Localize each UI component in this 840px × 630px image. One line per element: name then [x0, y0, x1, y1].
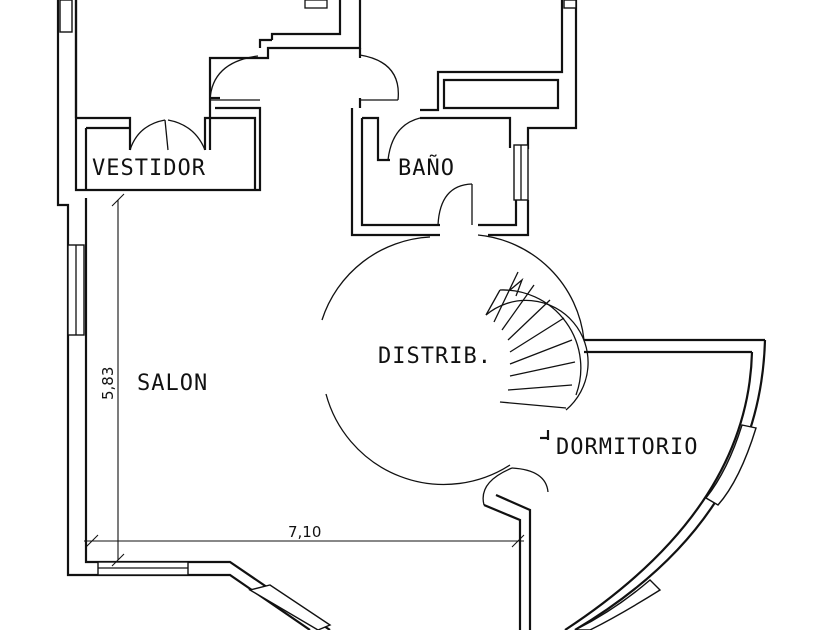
bano-room: BAÑO: [350, 108, 530, 237]
distributor: DISTRIB.: [321, 234, 585, 630]
dimension-width: 7,10: [84, 523, 525, 548]
stair-direction-arrow: [509, 277, 524, 297]
dormitorio-room: DORMITORIO: [540, 338, 767, 630]
west-wall: [56, 0, 98, 577]
vestidor-room: VESTIDOR: [74, 106, 262, 192]
window-dormitorio-south: [574, 579, 662, 630]
window-dormitorio-east: [704, 424, 757, 506]
south-wall: [97, 560, 332, 630]
room-label-dormitorio: DORMITORIO: [556, 435, 698, 460]
upper-corridor-walls: [74, 0, 399, 118]
window-top-right: [563, 0, 577, 9]
room-label-distrib: DISTRIB.: [378, 344, 492, 369]
dimension-height: 5,83: [99, 193, 125, 567]
window-southeast: [248, 584, 332, 630]
spiral-staircase: [485, 271, 589, 411]
upper-right-walls: [420, 0, 578, 150]
room-label-bano: BAÑO: [398, 154, 455, 181]
dimension-height-label: 5,83: [99, 367, 117, 400]
window-top-left: [59, 0, 73, 33]
room-label-vestidor: VESTIDOR: [92, 156, 206, 181]
dimension-width-label: 7,10: [288, 523, 321, 541]
room-label-salon: SALON: [137, 371, 208, 396]
